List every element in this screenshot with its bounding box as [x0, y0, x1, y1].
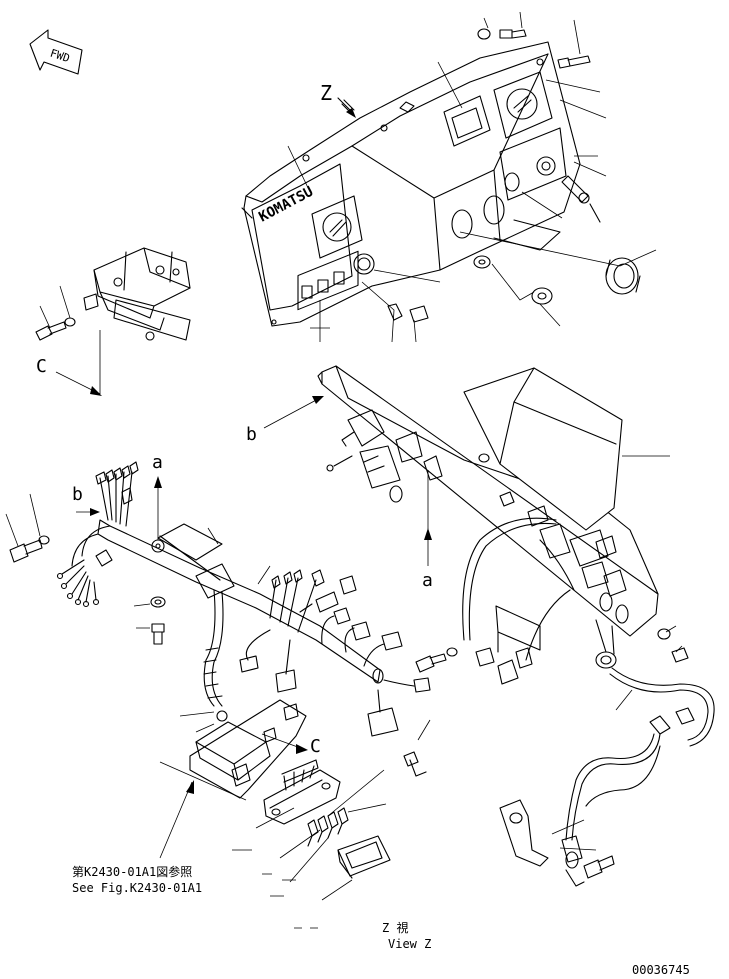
dash-panel-assembly: KOMATSU [241, 41, 601, 327]
callout-c-upper: C [36, 356, 47, 377]
panel-leader-lines [287, 11, 657, 343]
view-caption-japanese: Z 視 [382, 920, 408, 935]
callout-a-upper: a [152, 452, 163, 473]
connector-housings [232, 719, 431, 901]
sensor-cable-assembly [499, 667, 715, 887]
view-z-arrow: Z [320, 81, 356, 118]
wiring-harness: a b [5, 452, 458, 737]
callout-b-lower: b [72, 484, 83, 505]
reference-japanese: 第K2430-01A1図参照 [72, 864, 192, 879]
forward-direction-arrow: FWD [29, 29, 83, 75]
bracket-assembly: C [35, 247, 191, 396]
fwd-label: FWD [48, 47, 71, 66]
view-caption: Z 視 View Z [294, 920, 431, 951]
callout-c-lower: C [310, 736, 321, 757]
callout-a-lower: a [422, 570, 433, 591]
lower-panel-assembly: b a [246, 365, 689, 685]
callout-b-upper: b [246, 424, 257, 445]
drawing-number: 00036745 [632, 963, 690, 977]
relay-bracket-assembly: C 第K2430-01A1図参照 See Fig.K2430-01A1 [72, 699, 321, 895]
panel-hardware [387, 28, 641, 323]
view-caption-english: View Z [388, 937, 431, 951]
view-z-letter: Z [320, 81, 332, 105]
reference-english: See Fig.K2430-01A1 [72, 881, 202, 895]
